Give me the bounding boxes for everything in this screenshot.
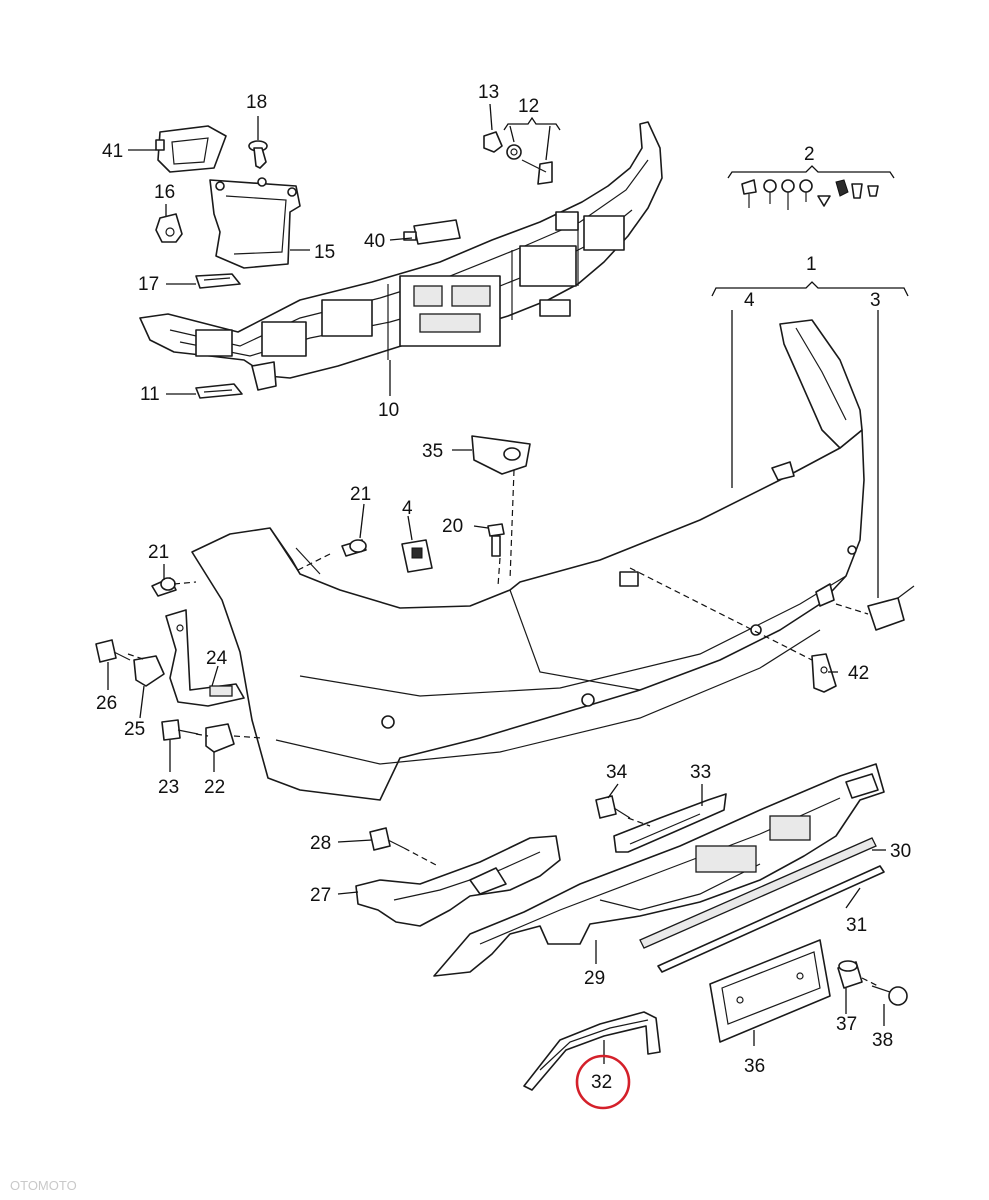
callout-32: 32	[591, 1072, 612, 1093]
part-3-cap	[867, 585, 915, 631]
callout-29: 29	[584, 968, 605, 989]
part-26-screw	[95, 639, 131, 663]
part-29-diffuser	[433, 763, 885, 977]
part-23-screw	[161, 719, 199, 741]
callout-labels: 1 2 3 4 4 10 11 12 13 15 16 17 18 20 21 …	[96, 82, 911, 1093]
part-40-pad	[403, 219, 461, 245]
callout-24: 24	[206, 648, 228, 669]
callout-34: 34	[606, 762, 628, 783]
callout-15: 15	[314, 242, 335, 263]
part-11-clip	[195, 383, 243, 399]
part-22-clip	[205, 723, 235, 753]
callout-27: 27	[310, 885, 331, 906]
callout-41: 41	[102, 141, 123, 162]
callout-30: 30	[890, 841, 911, 862]
callout-16: 16	[154, 182, 175, 203]
part-17-clip	[195, 273, 241, 289]
part-36-plate-holder	[709, 939, 831, 1043]
callout-42: 42	[848, 663, 869, 684]
callout-2: 2	[804, 144, 815, 165]
bumper-cover	[191, 319, 865, 801]
part-2-fasteners	[741, 179, 879, 210]
part-27-trim	[355, 835, 561, 927]
callout-23: 23	[158, 777, 179, 798]
part-18-screw	[248, 140, 268, 169]
leader-lines	[107, 103, 909, 1064]
callout-12: 12	[518, 96, 539, 117]
part-30-grille-strip	[639, 837, 877, 949]
part-33-bracket	[613, 793, 727, 853]
callout-38: 38	[872, 1030, 893, 1051]
part-38-screw	[871, 985, 908, 1006]
callout-26: 26	[96, 693, 117, 714]
highlight-circle-32	[575, 1054, 631, 1110]
part-21-rivet-a	[341, 539, 367, 557]
callout-17: 17	[138, 274, 159, 295]
callout-40: 40	[364, 231, 385, 252]
part-16-clip	[155, 213, 183, 243]
callout-35: 35	[422, 441, 443, 462]
part-32-trim	[523, 1011, 661, 1091]
part-28-screw	[369, 827, 405, 851]
part-35-cap	[471, 435, 531, 475]
part-20-bolt	[487, 523, 505, 557]
part-37-nut	[837, 960, 863, 989]
callout-1: 1	[806, 254, 817, 275]
watermark: OTOMOTO	[10, 1178, 77, 1193]
callout-20: 20	[442, 516, 463, 537]
part-21-rivet-b	[151, 577, 177, 597]
part-42-bracket	[811, 653, 837, 693]
callout-4-bracket: 4	[402, 498, 413, 519]
part-25-clip	[133, 655, 165, 687]
callout-28: 28	[310, 833, 331, 854]
callout-18: 18	[246, 92, 267, 113]
callout-4: 4	[744, 290, 755, 311]
callout-25: 25	[124, 719, 145, 740]
part-4-bracket	[401, 539, 433, 573]
callout-31: 31	[846, 915, 867, 936]
callout-22: 22	[204, 777, 225, 798]
part-31-strip	[657, 865, 885, 973]
callout-13: 13	[478, 82, 499, 103]
part-41-control-module	[155, 125, 227, 173]
part-34-screw	[595, 795, 631, 819]
callout-21-a: 21	[350, 484, 371, 505]
callout-37: 37	[836, 1014, 857, 1035]
part-15-bracket	[209, 177, 301, 269]
callout-36: 36	[744, 1056, 765, 1077]
callout-11: 11	[140, 384, 160, 405]
callout-3: 3	[870, 290, 881, 311]
part-13-nut	[483, 131, 503, 153]
bumper-carrier	[139, 121, 663, 391]
part-12-washer-bracket	[506, 144, 553, 185]
callout-21-b: 21	[148, 542, 169, 563]
callout-10: 10	[378, 400, 399, 421]
callout-33: 33	[690, 762, 711, 783]
part-24-bracket	[165, 609, 245, 707]
